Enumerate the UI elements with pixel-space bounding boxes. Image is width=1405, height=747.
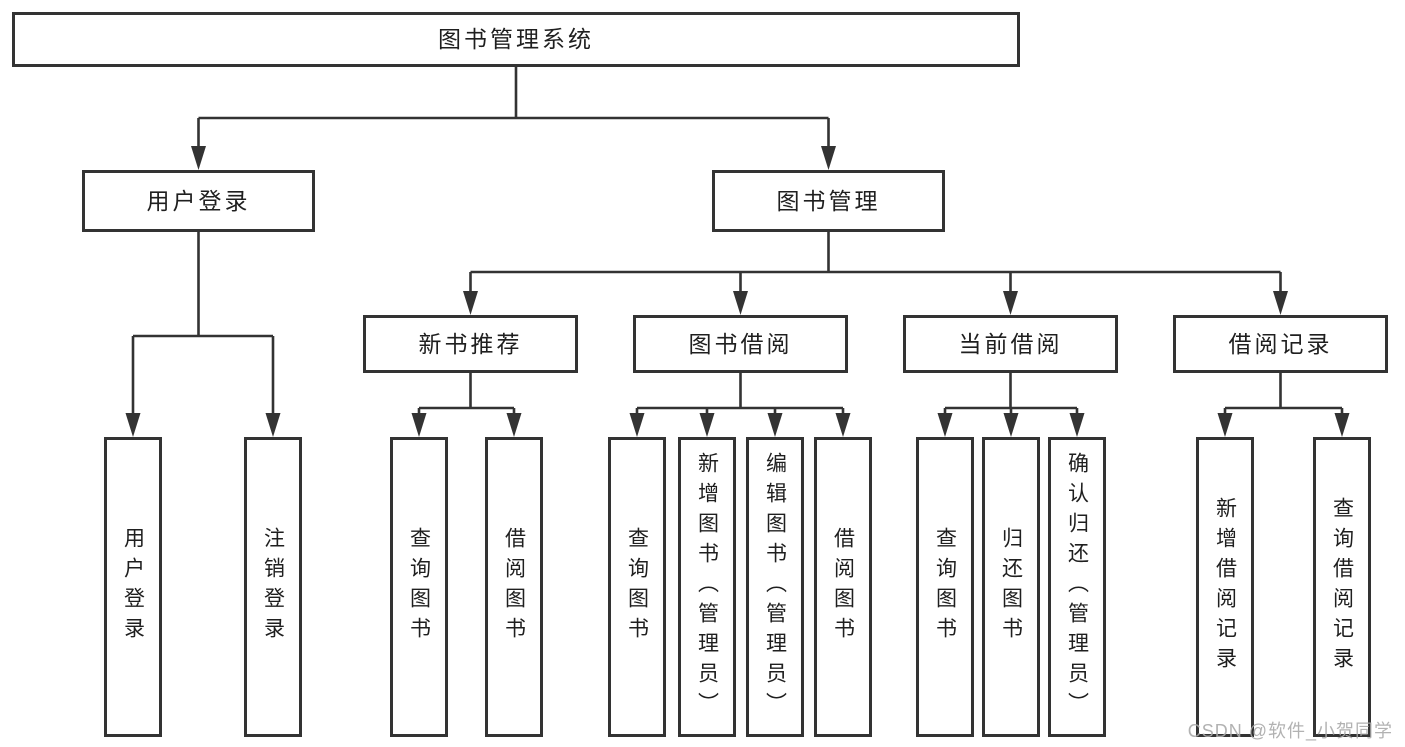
node-label-current-borrow: 当前借阅 <box>958 330 1063 357</box>
node-bb-edit-books-admin: 编辑图书（管理员） <box>746 437 804 737</box>
node-bb-add-books-admin: 新增图书（管理员） <box>678 437 736 737</box>
node-label-bb-borrow-books: 借阅图书 <box>831 527 855 647</box>
node-nbr-borrow-books: 借阅图书 <box>485 437 543 737</box>
node-label-book-mgmt: 图书管理 <box>776 187 881 214</box>
arrowhead-icon <box>265 413 281 437</box>
watermark-text: CSDN @软件_小贺同学 <box>1187 721 1393 741</box>
node-borrow-records: 借阅记录 <box>1173 315 1388 373</box>
arrowhead-icon <box>463 291 478 315</box>
node-label-bb-add-books-admin: 新增图书（管理员） <box>695 452 719 722</box>
node-label-br-query-record: 查询借阅记录 <box>1330 497 1354 677</box>
node-label-nbr-borrow-books: 借阅图书 <box>502 527 526 647</box>
node-new-book-rec: 新书推荐 <box>363 315 578 373</box>
node-label-user-login: 用户登录 <box>146 187 251 214</box>
node-user-login-leaf: 用户登录 <box>104 437 162 737</box>
arrowhead-icon <box>1003 413 1019 437</box>
node-label-user-login-leaf: 用户登录 <box>121 527 145 647</box>
node-label-logout-leaf: 注销登录 <box>261 527 285 647</box>
arrowhead-icon <box>629 413 645 437</box>
node-cb-query-books: 查询图书 <box>916 437 974 737</box>
arrowhead-icon <box>821 146 836 170</box>
node-label-book-borrow: 图书借阅 <box>688 330 793 357</box>
node-logout-leaf: 注销登录 <box>244 437 302 737</box>
node-label-nbr-query-books: 查询图书 <box>407 527 431 647</box>
node-user-login: 用户登录 <box>82 170 315 232</box>
node-cb-confirm-return-admin: 确认归还（管理员） <box>1048 437 1106 737</box>
node-label-cb-query-books: 查询图书 <box>933 527 957 647</box>
node-label-br-add-record: 新增借阅记录 <box>1213 497 1237 677</box>
node-nbr-query-books: 查询图书 <box>390 437 448 737</box>
arrowhead-icon <box>1334 413 1350 437</box>
arrowhead-icon <box>1273 291 1288 315</box>
node-label-new-book-rec: 新书推荐 <box>418 330 523 357</box>
node-br-query-record: 查询借阅记录 <box>1313 437 1371 737</box>
node-br-add-record: 新增借阅记录 <box>1196 437 1254 737</box>
node-label-borrow-records: 借阅记录 <box>1228 330 1333 357</box>
arrowhead-icon <box>835 413 851 437</box>
arrowhead-icon <box>1003 291 1018 315</box>
arrowhead-icon <box>1069 413 1085 437</box>
node-label-bb-edit-books-admin: 编辑图书（管理员） <box>763 452 787 722</box>
arrowhead-icon <box>767 413 783 437</box>
arrowhead-icon <box>411 413 427 437</box>
arrowhead-icon <box>699 413 715 437</box>
node-current-borrow: 当前借阅 <box>903 315 1118 373</box>
arrowhead-icon <box>733 291 748 315</box>
arrowhead-icon <box>1217 413 1233 437</box>
node-label-bb-query-books: 查询图书 <box>625 527 649 647</box>
node-root: 图书管理系统 <box>12 12 1020 67</box>
node-bb-query-books: 查询图书 <box>608 437 666 737</box>
node-bb-borrow-books: 借阅图书 <box>814 437 872 737</box>
node-book-mgmt: 图书管理 <box>712 170 945 232</box>
node-label-cb-return-books: 归还图书 <box>999 527 1023 647</box>
node-label-root: 图书管理系统 <box>438 26 594 52</box>
node-label-cb-confirm-return-admin: 确认归还（管理员） <box>1065 452 1089 722</box>
arrowhead-icon <box>937 413 953 437</box>
arrowhead-icon <box>191 146 206 170</box>
arrowhead-icon <box>506 413 522 437</box>
node-book-borrow: 图书借阅 <box>633 315 848 373</box>
node-cb-return-books: 归还图书 <box>982 437 1040 737</box>
arrowhead-icon <box>125 413 141 437</box>
